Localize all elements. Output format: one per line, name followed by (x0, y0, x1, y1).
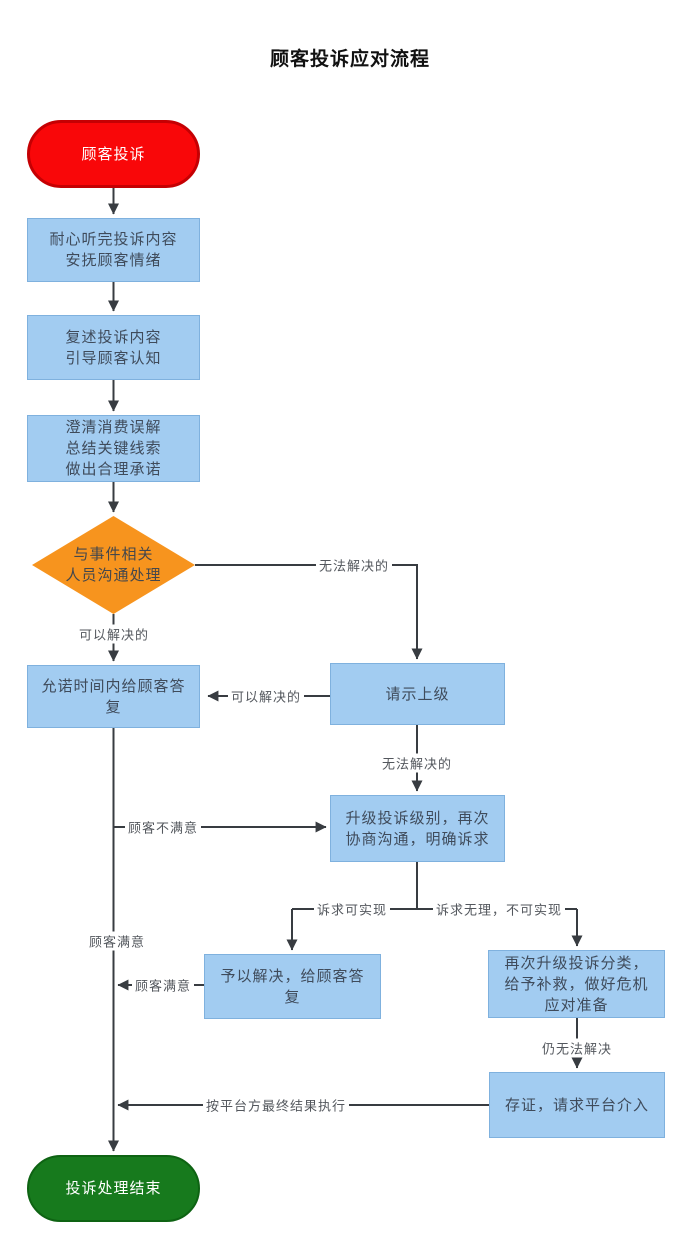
edge-label-cannot-resolve-mid: 无法解决的 (378, 753, 456, 773)
node-restate: 复述投诉内容 引导顾客认知 (27, 315, 200, 380)
node-reply: 允诺时间内给顾客答 复 (27, 665, 200, 728)
edge-label-can-resolve-down: 可以解决的 (75, 624, 153, 644)
node-resolve: 予以解决，给顾客答 复 (204, 954, 381, 1019)
edge-decision-to-ask-superior (195, 564, 423, 660)
node-listen: 耐心听完投诉内容 安抚顾客情绪 (27, 218, 200, 282)
edge-label-can-resolve-left: 可以解决的 (227, 686, 305, 706)
edge-label-customer-satisfied-line: 顾客满意 (85, 931, 149, 951)
edge-label-still-unresolved: 仍无法解决 (538, 1038, 616, 1058)
node-escalate: 升级投诉级别，再次 协商沟通，明确诉求 (330, 795, 505, 862)
edge-label-demand-achievable: 诉求可实现 (313, 899, 391, 919)
node-clarify: 澄清消费误解 总结关键线索 做出合理承诺 (27, 415, 200, 482)
node-re-escalate: 再次升级投诉分类， 给予补救，做好危机 应对准备 (488, 950, 665, 1018)
node-start: 顾客投诉 (27, 120, 200, 188)
edge-label-cannot-resolve-top: 无法解决的 (315, 555, 393, 575)
edge-label-follow-platform-result: 按平台方最终结果执行 (202, 1095, 350, 1115)
edge-label-customer-unsatisfied: 顾客不满意 (124, 817, 202, 837)
page-title: 顾客投诉应对流程 (269, 49, 430, 70)
edge-label-demand-unreasonable: 诉求无理，不可实现 (432, 899, 566, 919)
node-end: 投诉处理结束 (27, 1155, 200, 1222)
node-evidence: 存证，请求平台介入 (489, 1072, 665, 1138)
node-ask-superior: 请示上级 (330, 663, 505, 725)
edge-label-customer-satisfied-left: 顾客满意 (131, 975, 195, 995)
